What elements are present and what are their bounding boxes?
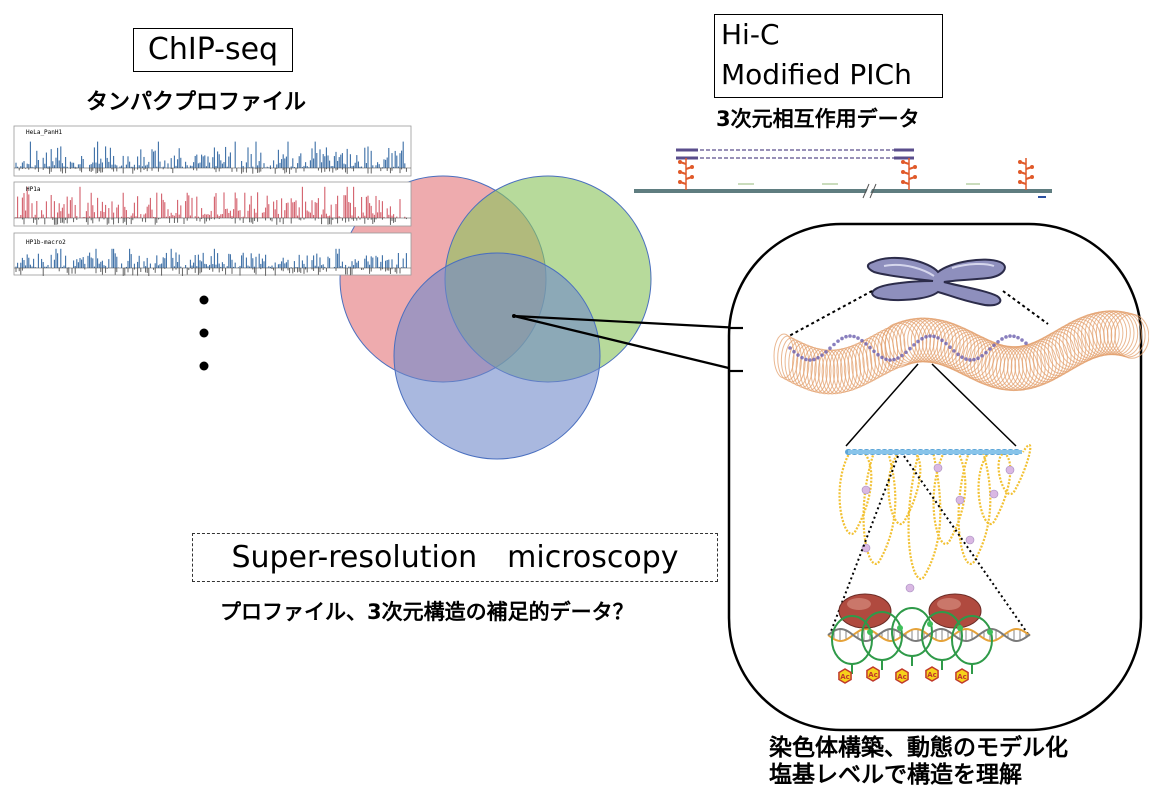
connector-line-top: [513, 314, 742, 330]
hic-title-line1: Hi-C: [721, 18, 780, 51]
connector-line-bottom: [513, 314, 742, 373]
chromosome-icon: [866, 256, 1006, 307]
super-resolution-title: Super-resolution microscopy: [192, 533, 718, 582]
venn-diagram: [339, 175, 652, 460]
chipseq-track-1: [14, 141, 411, 174]
chromatin-caption: 染色体構築、動態のモデル化 塩基レベルで構造を理解: [769, 735, 1068, 789]
hic-subtitle: 3次元相互作用データ: [716, 107, 920, 131]
acetyl-label: Ac: [868, 671, 878, 679]
chromatin-fiber-icon: [773, 310, 1149, 395]
chipseq-title: ChIP-seq: [133, 28, 293, 72]
chromatin-caption-line2: 塩基レベルで構造を理解: [769, 762, 1022, 788]
acetyl-label: Ac: [840, 673, 850, 681]
hic-title-box: Hi-C Modified PICh: [714, 14, 943, 98]
hic-title-line2: Modified PICh: [721, 58, 912, 91]
track-label-2: HP1a: [26, 186, 41, 193]
track-label-1: HeLa_PanH1: [26, 129, 63, 136]
chipseq-track-2: [14, 186, 411, 225]
venn-circle-microscopy: [393, 252, 601, 460]
acetyl-label: Ac: [957, 673, 967, 681]
super-resolution-subtitle: プロファイル、3次元構造の補足的データ？: [220, 600, 634, 624]
track-label-3: HP1b-macro2: [26, 239, 66, 246]
chipseq-track-panel: HeLa_PanH1 HP1a HP1b-macro2: [13, 125, 412, 276]
chromatin-caption-line1: 染色体構築、動態のモデル化: [769, 735, 1068, 761]
hic-interaction-graphic: [634, 148, 1052, 199]
hic-protein-marks: [678, 158, 1034, 190]
acetyl-label: Ac: [927, 671, 937, 679]
loop-scaffold-icon: [838, 444, 1032, 593]
chipseq-track-3: [14, 248, 411, 276]
ellipsis-icon: [199, 295, 209, 371]
chipseq-subtitle: タンパクプロファイル: [86, 90, 307, 115]
nucleosome-dna-icon: Ac Ac Ac Ac Ac: [827, 593, 1031, 684]
acetyl-label: Ac: [897, 673, 907, 681]
